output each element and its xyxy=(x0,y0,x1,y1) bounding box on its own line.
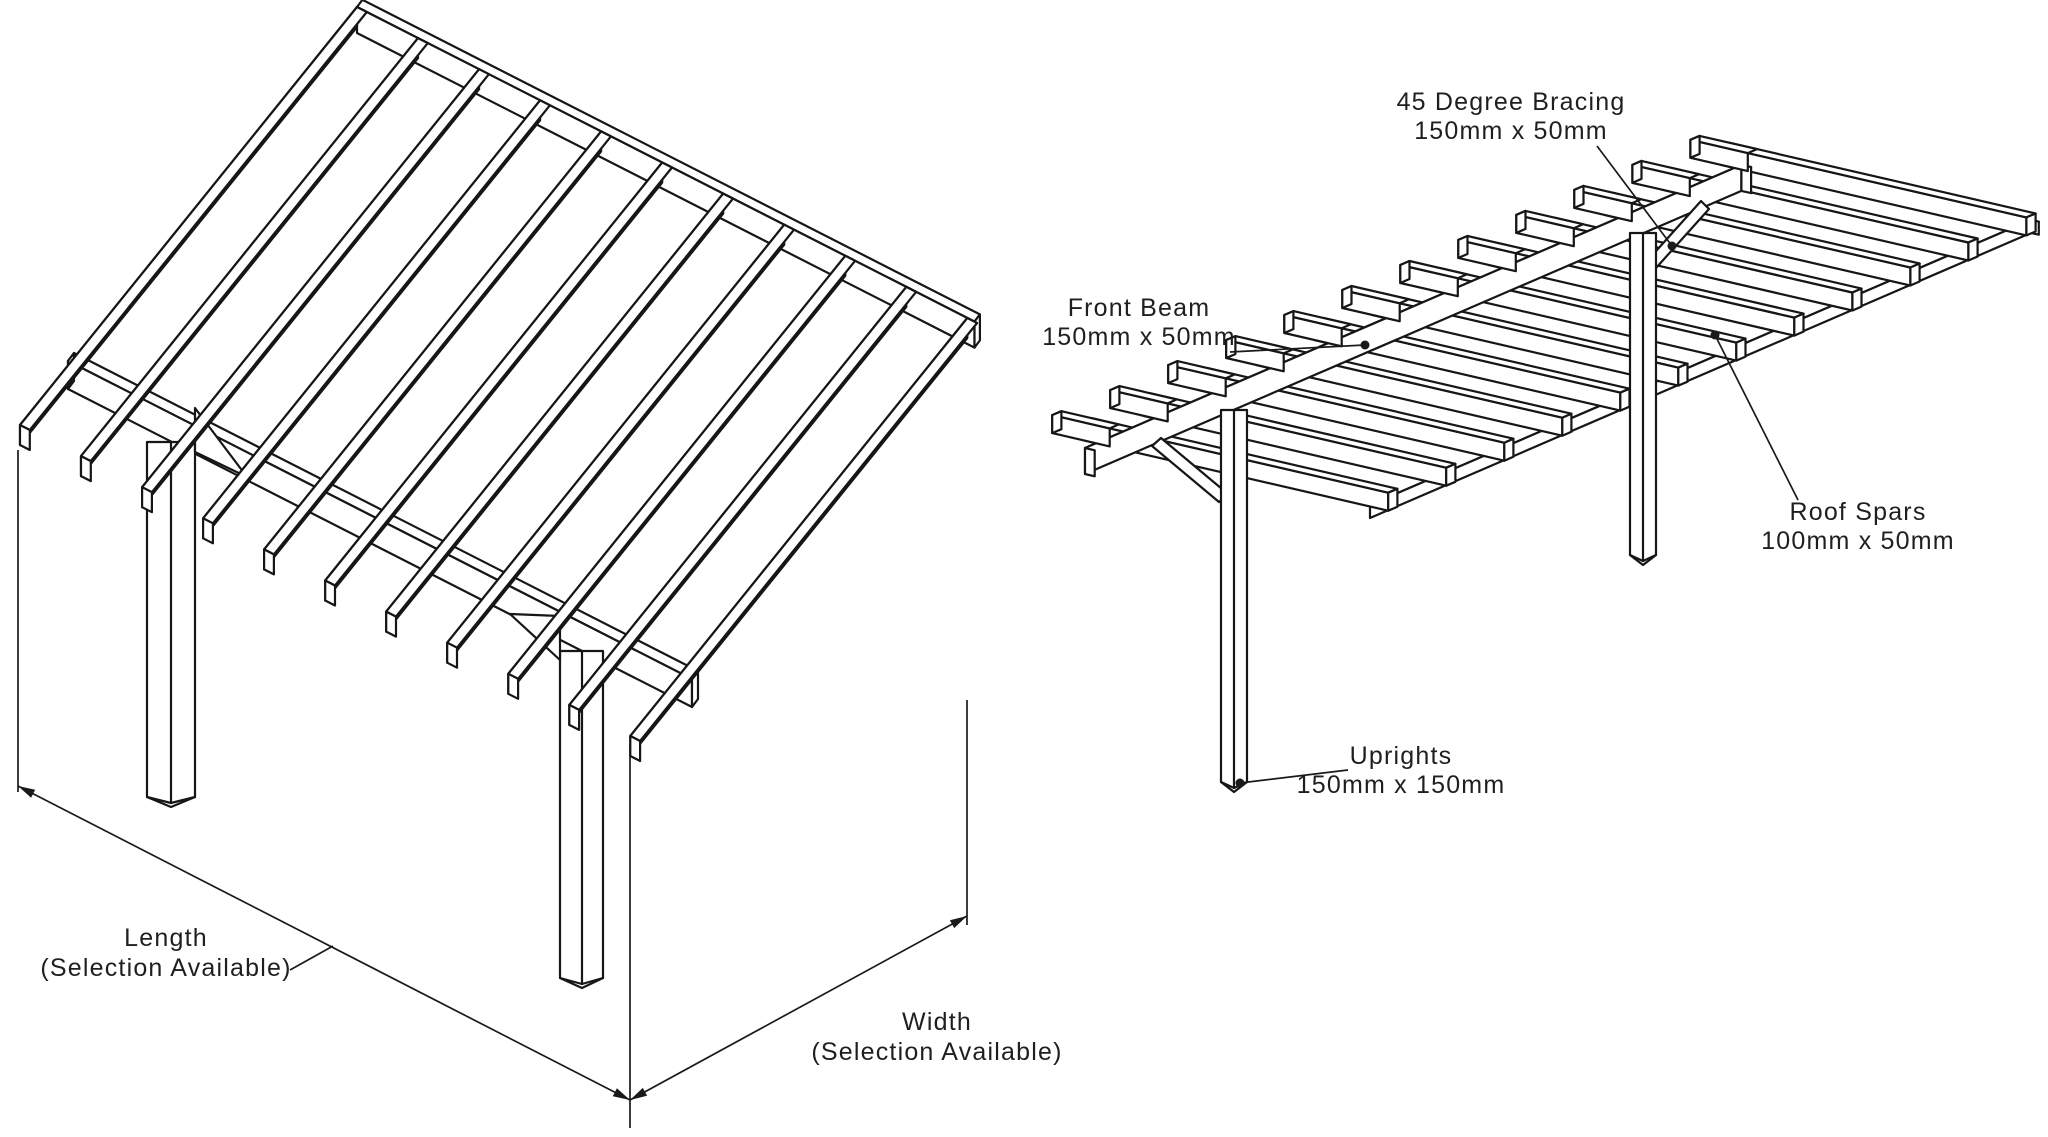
callout-uprights-line1: Uprights xyxy=(1350,742,1453,770)
bracing-leader xyxy=(1596,145,1673,247)
roof-spars-leader xyxy=(1714,334,1799,501)
roof-spar-end-cap xyxy=(18,423,31,452)
roof-spar-end-cap xyxy=(1341,284,1353,310)
length-label-leader xyxy=(289,945,334,971)
roof-spar-end-cap xyxy=(1515,209,1527,234)
length-label-line1: Length xyxy=(124,924,208,952)
length-arrowhead xyxy=(612,1088,630,1100)
roof-spars-leader-dot xyxy=(1710,330,1720,340)
roof-spar-top xyxy=(507,254,857,680)
right-diagram-callout-labels: 45 Degree Bracing 150mm x 50mm Front Bea… xyxy=(1042,88,1955,799)
roof-spar-end-cap xyxy=(1631,159,1643,184)
length-label-line2: (Selection Available) xyxy=(40,954,291,982)
roof-spar-top xyxy=(79,36,429,463)
roof-spar-end-cap xyxy=(1167,360,1179,385)
roof-spar-end-cap xyxy=(263,548,275,576)
roof-spar-end-cap xyxy=(385,610,398,638)
roof-spar-end-cap xyxy=(1689,134,1701,159)
roof-spar-top xyxy=(202,99,552,525)
front-beam-leader-dot xyxy=(1360,340,1370,350)
post-base-bevel xyxy=(580,976,605,986)
callout-roof-spars-line1: Roof Spars xyxy=(1789,498,1926,526)
uprights-leader-dot xyxy=(1235,778,1245,788)
post-base-bevel xyxy=(169,795,197,805)
width-dimension-line xyxy=(629,915,968,1101)
left-diagram-pergola-overview xyxy=(17,0,982,1128)
width-label-line2: (Selection Available) xyxy=(811,1038,1062,1066)
front-beam-end xyxy=(1083,446,1096,478)
uprights-leader xyxy=(1239,769,1349,784)
roof-spar-end-cap xyxy=(507,672,520,700)
post-base-bevel xyxy=(1641,553,1658,563)
roof-spar-top xyxy=(568,285,918,712)
roof-spar-end-cap xyxy=(1051,410,1063,435)
callout-front-beam-line2: 150mm x 50mm xyxy=(1042,323,1236,351)
front-beam-leader xyxy=(1229,344,1366,353)
post-base-bevel xyxy=(558,976,584,986)
callout-bracing-line2: 150mm x 50mm xyxy=(1414,117,1608,145)
dimension-annotations xyxy=(17,450,968,1128)
roof-spar-top xyxy=(629,316,979,743)
callout-bracing-line1: 45 Degree Bracing xyxy=(1397,88,1626,116)
width-arrowhead xyxy=(949,916,967,929)
callout-uprights-line2: 150mm x 150mm xyxy=(1297,771,1506,799)
width-arrowhead xyxy=(630,1087,648,1100)
roof-spar-end-cap xyxy=(324,579,337,607)
roof-spar-end-cap xyxy=(1109,385,1121,410)
roof-spar-end-cap xyxy=(79,455,92,483)
roof-spar-back-cap xyxy=(1967,237,1979,262)
post-base-bevel xyxy=(1628,553,1645,563)
roof-spar-end-cap xyxy=(1283,310,1295,335)
length-arrowhead xyxy=(18,786,36,798)
roof-spar-top xyxy=(324,161,674,587)
roof-spar-top xyxy=(385,192,735,618)
roof-spar-top xyxy=(18,5,368,432)
bracing-leader-dot xyxy=(1667,241,1677,251)
roof-spar-end-cap xyxy=(1399,259,1411,285)
wall-plate-front xyxy=(355,5,976,349)
roof-spar-back-cap xyxy=(1503,437,1515,462)
length-dimension-line xyxy=(17,785,631,1101)
roof-spar-back-cap xyxy=(1677,362,1689,387)
roof-spar-end-cap xyxy=(446,641,459,669)
post-base-bevel xyxy=(1219,780,1236,790)
roof-spar-back-cap xyxy=(1735,337,1747,362)
roof-spar-top xyxy=(446,223,796,649)
callout-front-beam-line1: Front Beam xyxy=(1068,294,1211,322)
roof-spar-top xyxy=(263,130,613,556)
right-diagram-pergola-parts xyxy=(1051,134,2040,794)
wall-plate-end xyxy=(973,313,982,349)
roof-spar-back-cap xyxy=(1445,462,1457,487)
roof-spar-back-cap xyxy=(1619,387,1631,412)
callout-roof-spars-line2: 100mm x 50mm xyxy=(1761,527,1955,555)
roof-spar-back-cap xyxy=(1851,287,1863,312)
roof-spar-back-cap xyxy=(1909,262,1921,287)
roof-spar-end-cap xyxy=(202,517,214,545)
width-label-line1: Width xyxy=(902,1008,972,1036)
roof-spar-back-cap xyxy=(1793,312,1805,337)
left-diagram-labels: Length (Selection Available) Width (Sele… xyxy=(40,924,1062,1066)
roof-spar-end-cap xyxy=(1457,234,1469,259)
roof-spar-end-cap xyxy=(1573,184,1585,209)
roof-spar-top xyxy=(141,68,490,494)
roof-spar-back-cap xyxy=(1561,412,1573,437)
roof-spar-back-cap xyxy=(1387,487,1399,512)
post-base-bevel xyxy=(145,795,173,805)
roof-spar-back-cap xyxy=(2025,212,2037,237)
roof-spar-end-cap xyxy=(141,486,153,514)
callout-leaders xyxy=(1229,145,1799,788)
roof-spar-end-cap xyxy=(629,734,642,763)
roof-spar-end-cap xyxy=(568,703,581,732)
